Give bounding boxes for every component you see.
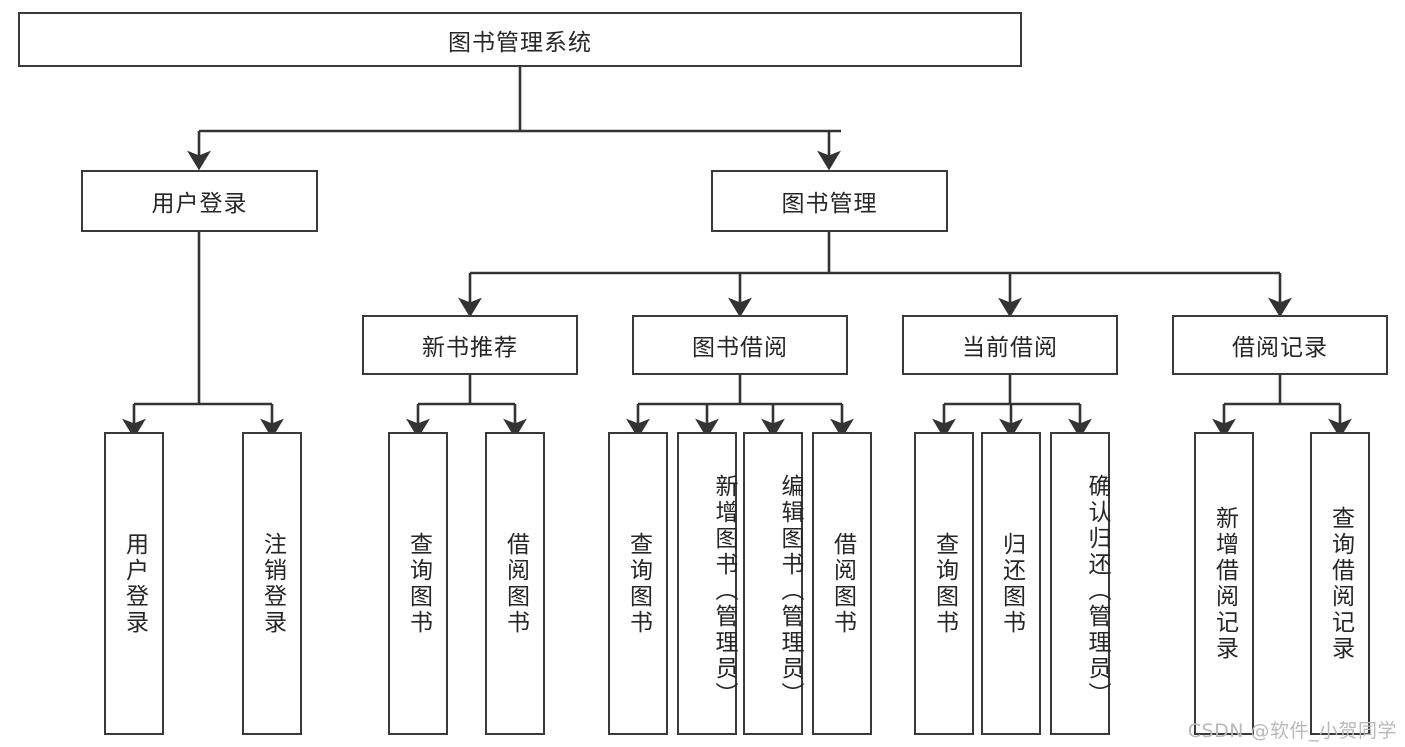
leaf-user-login[interactable]: 用户登录: [104, 432, 164, 735]
leaf-borrow-book-recommend[interactable]: 借阅图书: [485, 432, 545, 735]
node-label: 图书管理: [781, 191, 878, 217]
leaf-query-book-borrow[interactable]: 查询图书: [608, 432, 668, 735]
node-label: 确认归还（管理员）: [1084, 473, 1110, 708]
csdn-watermark: CSDN @软件_小贺同学: [1187, 720, 1397, 742]
leaf-add-borrow-record[interactable]: 新增借阅记录: [1194, 432, 1254, 735]
node-label: 图书借阅: [692, 335, 788, 361]
node-label: 借阅图书: [502, 531, 529, 636]
node-label: 新增借阅记录: [1211, 505, 1238, 662]
node-label: 图书管理系统: [448, 29, 592, 56]
leaf-user-logout[interactable]: 注销登录: [242, 432, 302, 735]
node-label: 借阅记录: [1232, 335, 1328, 361]
node-label: 查询图书: [625, 531, 652, 636]
leaf-query-book-current[interactable]: 查询图书: [914, 432, 974, 735]
node-borrow-record[interactable]: 借阅记录: [1172, 315, 1388, 375]
node-label: 当前借阅: [962, 335, 1058, 361]
node-book-management[interactable]: 图书管理: [711, 170, 948, 232]
leaf-confirm-return-admin[interactable]: 确认归还（管理员）: [1050, 432, 1110, 735]
node-current-borrow[interactable]: 当前借阅: [902, 315, 1118, 375]
node-label: 用户登录: [121, 531, 148, 636]
node-new-book-recommend[interactable]: 新书推荐: [362, 315, 578, 375]
node-label: 编辑图书（管理员）: [777, 473, 803, 708]
node-label: 注销登录: [259, 531, 286, 636]
node-label: 新增图书（管理员）: [711, 473, 737, 708]
node-label: 新书推荐: [422, 335, 518, 361]
node-label: 归还图书: [998, 531, 1025, 636]
node-user-login[interactable]: 用户登录: [81, 170, 318, 232]
leaf-return-book[interactable]: 归还图书: [981, 432, 1041, 735]
node-label: 查询借阅记录: [1327, 505, 1354, 662]
leaf-edit-book-admin[interactable]: 编辑图书（管理员）: [743, 432, 803, 735]
leaf-query-book-recommend[interactable]: 查询图书: [388, 432, 448, 735]
node-label: 用户登录: [151, 191, 248, 217]
node-label: 借阅图书: [829, 531, 856, 636]
leaf-add-book-admin[interactable]: 新增图书（管理员）: [677, 432, 737, 735]
node-label: 查询图书: [931, 531, 958, 636]
node-book-borrow[interactable]: 图书借阅: [632, 315, 848, 375]
node-root-book-management-system[interactable]: 图书管理系统: [18, 12, 1022, 67]
node-label: 查询图书: [405, 531, 432, 636]
leaf-query-borrow-record[interactable]: 查询借阅记录: [1310, 432, 1370, 735]
leaf-borrow-book[interactable]: 借阅图书: [812, 432, 872, 735]
